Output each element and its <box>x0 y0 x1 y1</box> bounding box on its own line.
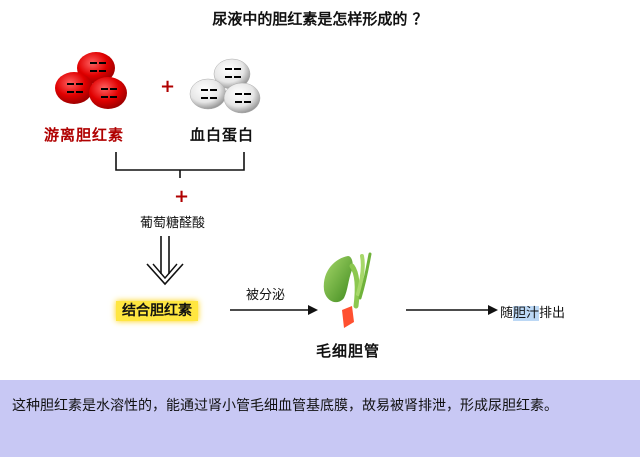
arrow-right-icon <box>230 305 318 315</box>
free-bilirubin-label: 游离胆红素 <box>44 126 125 144</box>
conjugated-bilirubin-label: 结合胆红素 <box>116 301 198 321</box>
explanation-band <box>0 380 640 457</box>
capillary-label: 毛细胆管 <box>316 342 381 360</box>
down-arrow-icon <box>146 236 184 286</box>
explanation-text: 这种胆红素是水溶性的，能通过肾小管毛细血管基底膜，故易被肾排泄，形成尿胆红素。 <box>12 398 558 414</box>
gallbladder-icon <box>323 252 372 328</box>
bile-excretion-highlight: 胆汁 <box>513 306 540 321</box>
secreted-label: 被分泌 <box>246 288 286 303</box>
page-title: 尿液中的胆红素是怎样形成的 ？ <box>212 10 428 28</box>
merge-bracket <box>115 152 245 178</box>
bile-excretion-prefix: 随 <box>500 306 514 321</box>
bile-excretion-label: 随胆汁排出 <box>500 302 565 321</box>
plus-sign-1: + <box>160 76 176 97</box>
arrow-right-icon <box>406 305 498 315</box>
albumin-label: 血白蛋白 <box>190 126 255 144</box>
free-bilirubin-molecules-icon <box>55 52 127 109</box>
bile-excretion-suffix: 排出 <box>539 306 566 321</box>
plus-sign-2: + <box>174 186 190 207</box>
albumin-molecules-icon <box>189 58 261 114</box>
glucuronic-acid-label: 葡萄糖醛酸 <box>140 216 206 231</box>
